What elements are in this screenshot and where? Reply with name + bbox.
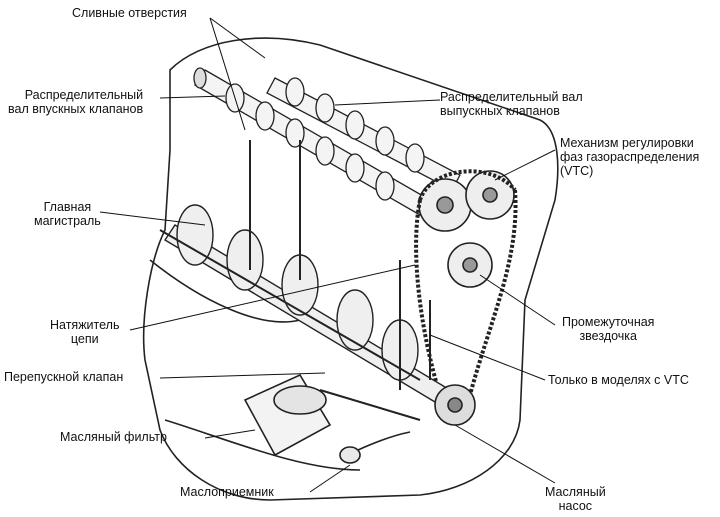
oil-filter [243,373,332,457]
label-oil-filter: Масляный фильтр [60,430,167,444]
label-idler-sprocket: Промежуточная звездочка [562,315,654,343]
label-idler-sprocket-line1: Промежуточная [562,315,655,329]
intake-camshaft [193,67,431,216]
leader-lines [99,17,556,493]
label-vtc-line2: фаз газораспределения [560,150,700,164]
label-chain-tensioner-line1: Натяжитель [50,318,120,332]
label-main-gallery-line1: Главная [43,200,92,214]
label-oil-pump-line1: Масляный [545,485,606,499]
label-oil-pump: Масляный насос [545,485,606,513]
label-exhaust-camshaft: Распределительный вал выпускных клапанов [440,90,583,118]
label-main-gallery: Главная магистраль [34,200,101,228]
exhaust-camshaft [266,77,461,191]
label-oil-pickup: Маслоприемник [180,485,274,499]
label-bypass-valve: Перепускной клапан [4,370,124,384]
label-intake-camshaft-line1: Распределительный [24,88,144,102]
label-main-gallery-line2: магистраль [34,214,101,228]
label-chain-tensioner-line2: цепи [70,332,99,346]
oil-passages [159,140,431,421]
label-drain-holes: Сливные отверстия [72,6,187,20]
label-oil-pump-line2: насос [558,499,593,513]
label-vtc-only: Только в моделях с VTC [548,373,689,387]
label-vtc-line3: (VTC) [560,164,594,178]
label-exhaust-camshaft-line2: выпускных клапанов [440,104,560,118]
timing-chain [414,169,518,396]
label-vtc-line1: Механизм регулировки [560,136,694,150]
label-exhaust-camshaft-line1: Распределительный вал [440,90,583,104]
crankshaft [164,204,451,406]
label-chain-tensioner: Натяжитель цепи [50,318,119,346]
oil-pump-gear [434,384,476,426]
idler-sprocket [447,242,493,288]
label-intake-camshaft: Распределительный вал впускных клапанов [8,88,143,116]
engine-block-outline [142,37,559,501]
label-intake-camshaft-line2: вал впускных клапанов [8,102,144,116]
oil-pickup [339,431,411,464]
label-vtc-mechanism: Механизм регулировки фаз газораспределен… [560,136,699,178]
label-idler-sprocket-line2: звездочка [579,329,637,343]
